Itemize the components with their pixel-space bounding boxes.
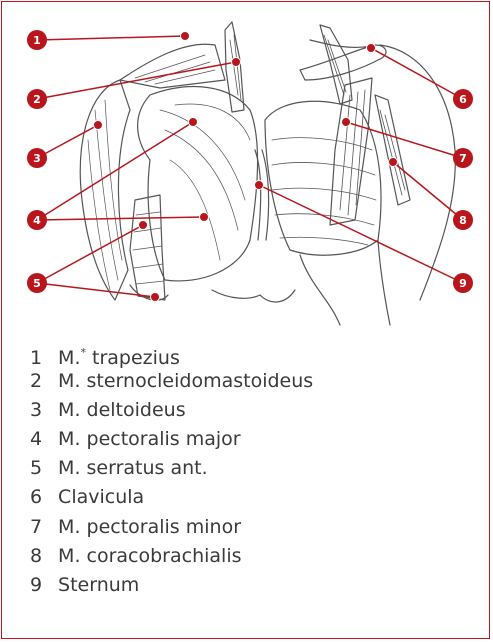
callout-2: 2 bbox=[27, 89, 47, 109]
legend-number: 6 bbox=[30, 483, 52, 512]
right-trapezius bbox=[310, 40, 372, 47]
legend-item: 9 Sternum bbox=[30, 571, 313, 600]
legend-number: 8 bbox=[30, 542, 52, 571]
svg-text:3: 3 bbox=[33, 152, 41, 165]
trapezius-left bbox=[120, 44, 225, 88]
svg-text:9: 9 bbox=[459, 277, 467, 290]
callout-1: 1 bbox=[27, 30, 47, 50]
legend-item: 4 M. pectoralis major bbox=[30, 425, 313, 454]
legend-item: 8 M. coracobrachialis bbox=[30, 542, 313, 571]
legend-label: M.* trapezius bbox=[58, 347, 180, 369]
legend-label: M. sternocleidomastoideus bbox=[58, 370, 313, 392]
legend-label: M. pectoralis major bbox=[58, 428, 241, 450]
legend-label: Sternum bbox=[58, 574, 139, 596]
svg-text:5: 5 bbox=[33, 277, 41, 290]
legend-label: M. pectoralis minor bbox=[58, 516, 241, 538]
legend-item: 2 M. sternocleidomastoideus bbox=[30, 367, 313, 396]
legend-number: 3 bbox=[30, 396, 52, 425]
legend-number: 7 bbox=[30, 513, 52, 542]
serratus-left bbox=[130, 195, 165, 300]
svg-text:2: 2 bbox=[33, 93, 41, 106]
legend-number: 4 bbox=[30, 425, 52, 454]
legend-number: 5 bbox=[30, 454, 52, 483]
svg-text:7: 7 bbox=[459, 152, 467, 165]
svg-text:6: 6 bbox=[459, 93, 467, 106]
legend-number: 2 bbox=[30, 367, 52, 396]
thorax-right bbox=[265, 101, 381, 255]
legend-item: 6 Clavicula bbox=[30, 483, 313, 512]
legend-number: 9 bbox=[30, 571, 52, 600]
callout-6: 6 bbox=[453, 89, 473, 109]
legend-label: M. deltoideus bbox=[58, 399, 186, 421]
anatomy-illustration: 1 2 3 4 5 6 7 8 9 bbox=[0, 0, 493, 330]
legend-item: 3 M. deltoideus bbox=[30, 396, 313, 425]
callout-5: 5 bbox=[27, 273, 47, 293]
callout-3: 3 bbox=[27, 148, 47, 168]
callout-9: 9 bbox=[453, 273, 473, 293]
svg-text:4: 4 bbox=[33, 214, 41, 227]
legend-list: 1 M.* trapezius 2 M. sternocleidomastoid… bbox=[30, 338, 313, 600]
legend-item: 7 M. pectoralis minor bbox=[30, 513, 313, 542]
legend-label: M. serratus ant. bbox=[58, 457, 208, 479]
callout-8: 8 bbox=[453, 210, 473, 230]
legend-item: 5 M. serratus ant. bbox=[30, 454, 313, 483]
callout-7: 7 bbox=[453, 148, 473, 168]
legend-label: Clavicula bbox=[58, 486, 144, 508]
callout-4: 4 bbox=[27, 210, 47, 230]
legend-item: 1 M.* trapezius bbox=[30, 338, 313, 367]
legend-label: M. coracobrachialis bbox=[58, 545, 241, 567]
svg-text:8: 8 bbox=[459, 214, 467, 227]
svg-text:1: 1 bbox=[33, 34, 41, 47]
